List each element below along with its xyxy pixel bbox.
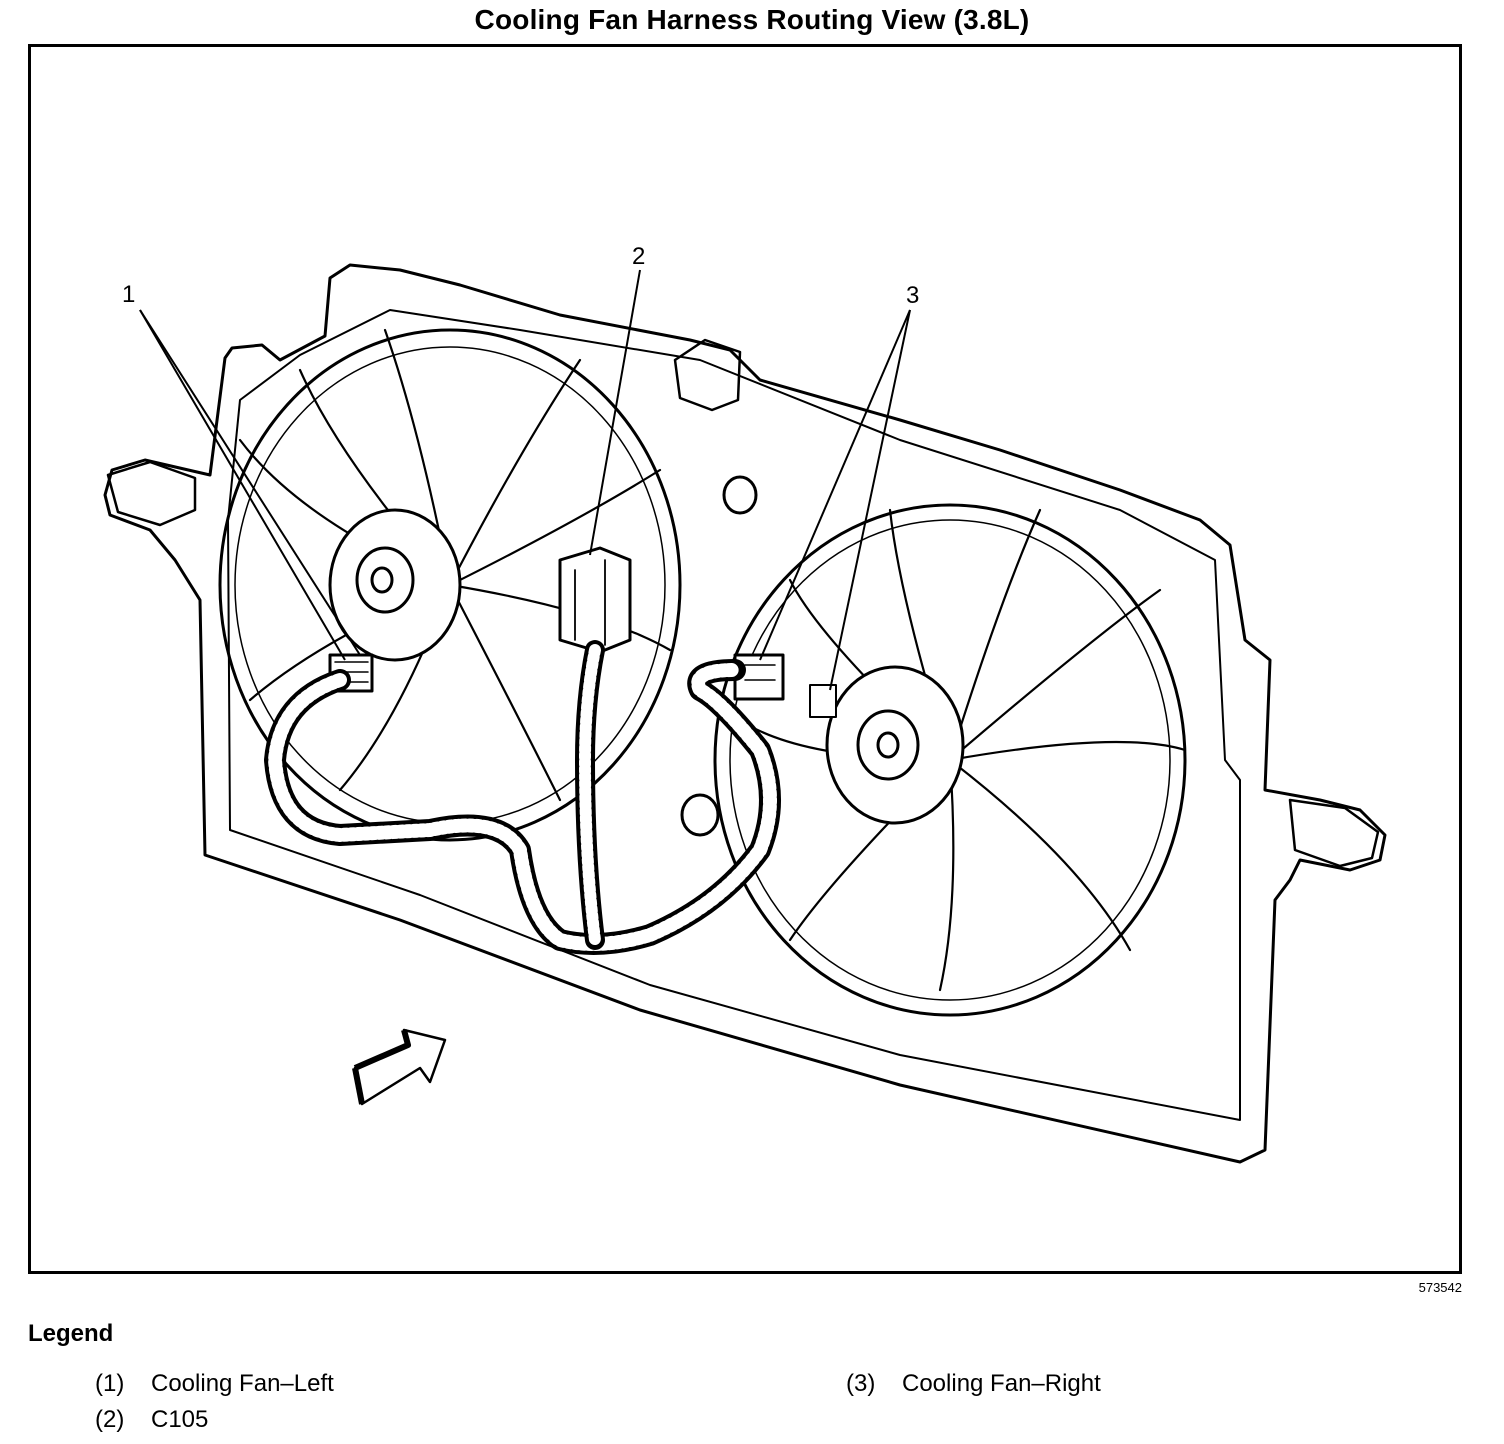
- fan-assembly-illustration: 1 2 3: [103, 243, 1387, 1164]
- diagram-frame: [28, 44, 1462, 1274]
- left-mounting-tab: [106, 460, 197, 527]
- left-fan-ring: [218, 328, 682, 842]
- legend-item-3: (3) Cooling Fan–Right: [846, 1370, 1101, 1398]
- direction-arrow-icon: [352, 1028, 447, 1106]
- leader-1b: [139, 309, 361, 656]
- legend-item-label: Cooling Fan–Right: [902, 1370, 1101, 1397]
- leader-3b: [829, 309, 911, 691]
- right-fan-connector: [733, 653, 785, 701]
- right-fan-hub: [825, 665, 965, 825]
- diagram-title: Cooling Fan Harness Routing View (3.8L): [474, 4, 1030, 35]
- callout-1: 1: [122, 281, 135, 308]
- leader-1a: [139, 309, 346, 661]
- wiring-harness: [264, 640, 781, 955]
- shroud-outline: [103, 263, 1387, 1164]
- legend-item-number: (2): [95, 1406, 125, 1433]
- legend-item-1: (1) Cooling Fan–Left: [95, 1370, 334, 1398]
- leader-3a: [759, 309, 911, 661]
- callout-3: 3: [906, 282, 919, 309]
- right-mounting-tab: [1288, 798, 1380, 868]
- callout-2: 2: [632, 243, 645, 270]
- upper-grommet: [722, 475, 758, 515]
- lower-grommet: [680, 793, 720, 837]
- figure-id: 573542: [1418, 1280, 1462, 1295]
- c105-connector: [558, 546, 632, 654]
- legend-heading: Legend: [28, 1320, 114, 1347]
- shroud-inner-edge: [227, 309, 1241, 1121]
- legend-item-number: (3): [846, 1370, 876, 1397]
- left-fan-hub: [328, 508, 462, 662]
- leader-2: [589, 269, 641, 556]
- right-fan-ring: [713, 503, 1187, 1017]
- legend-item-label: C105: [151, 1406, 209, 1433]
- top-bracket: [673, 338, 742, 412]
- legend-item-label: Cooling Fan–Left: [151, 1370, 334, 1397]
- legend-item-2: (2) C105: [95, 1406, 208, 1434]
- legend-item-number: (1): [95, 1370, 125, 1397]
